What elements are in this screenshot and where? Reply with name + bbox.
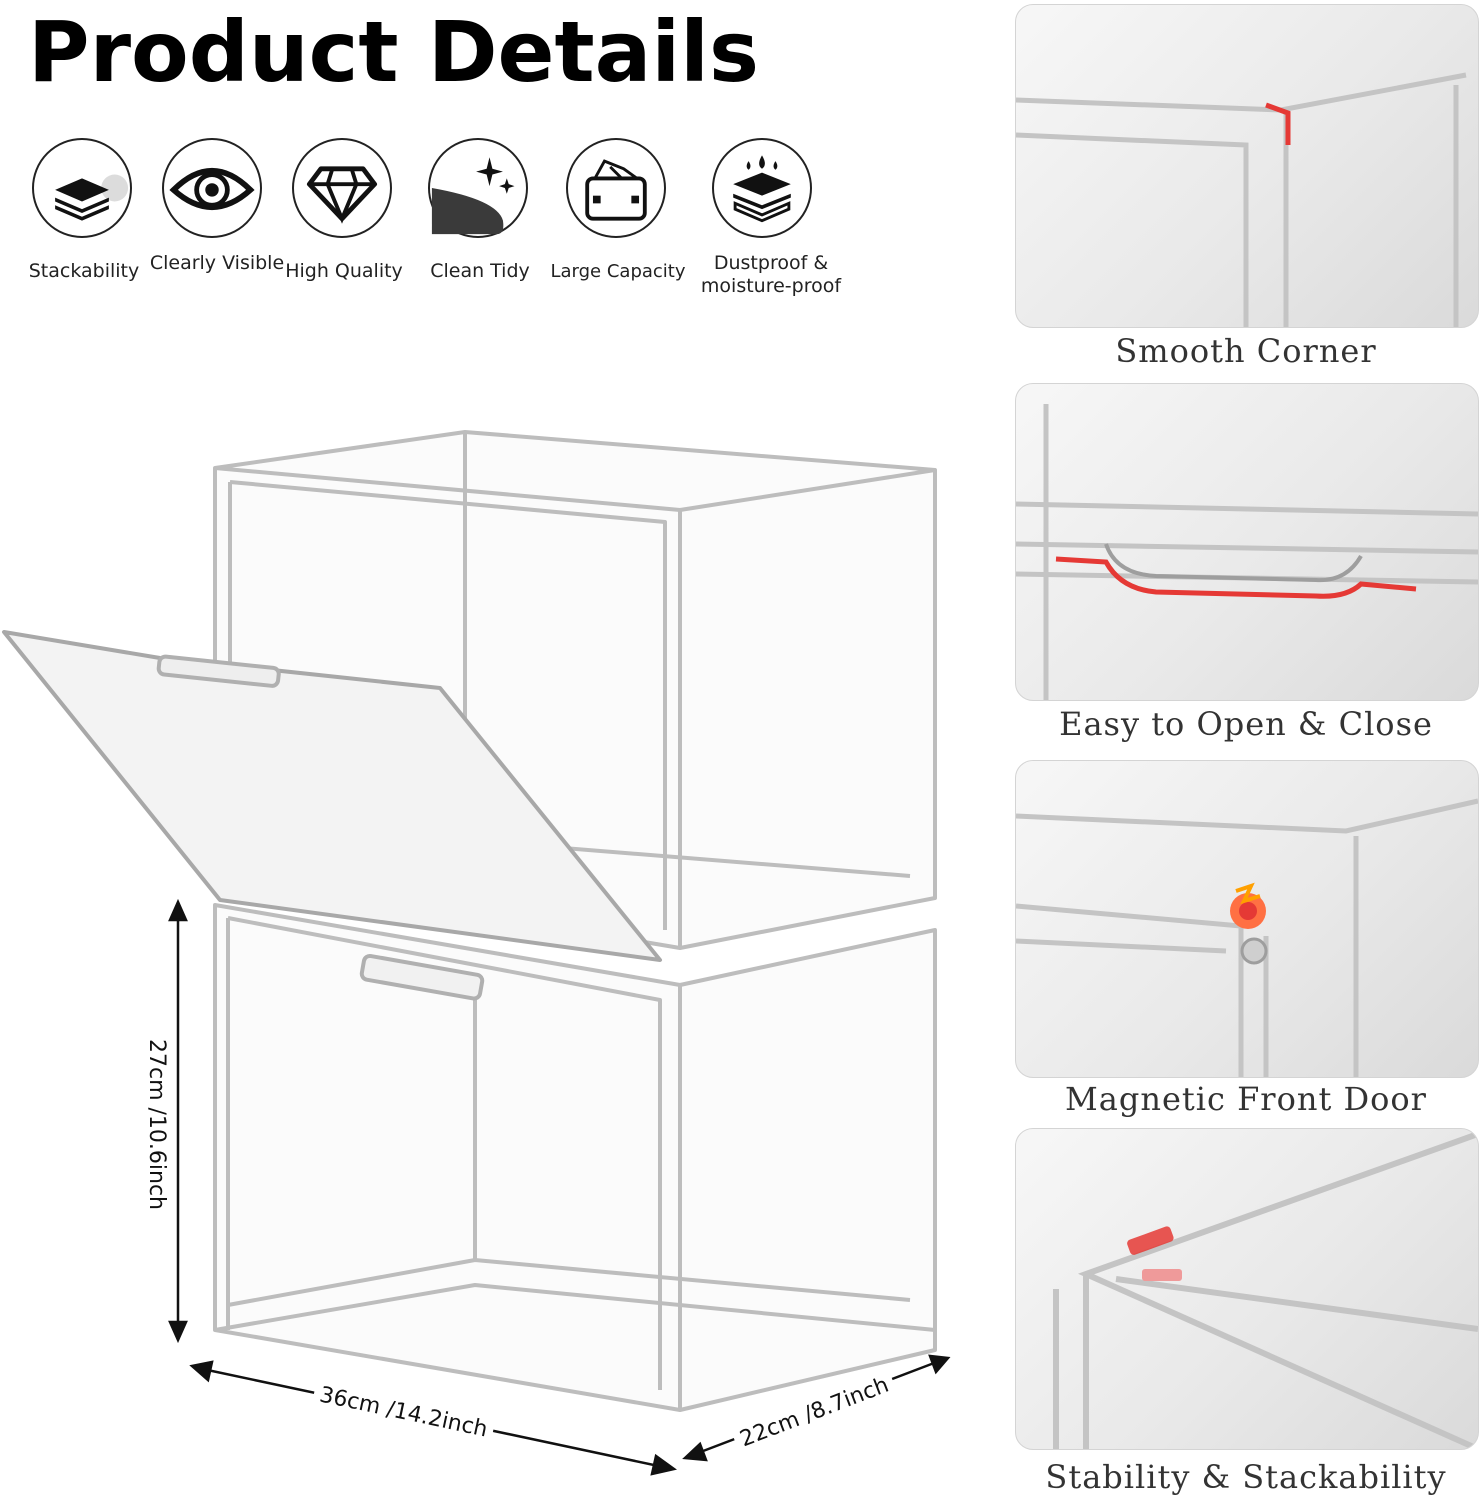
caption-stability: Stability & Stackability bbox=[1045, 1458, 1447, 1496]
sparkle-surface-icon bbox=[428, 138, 528, 238]
detail-panel-stability bbox=[1015, 1128, 1479, 1450]
easy-open-handle-image bbox=[1016, 404, 1478, 700]
page-title: Product Details bbox=[28, 3, 759, 101]
stacked-shoe-boxes-image bbox=[2, 430, 951, 1476]
box-capacity-icon bbox=[566, 138, 666, 238]
feature-label-stackability: Stackability bbox=[28, 260, 140, 282]
feature-icon-row: Stackability Clearly Visible High Qualit… bbox=[0, 0, 900, 320]
feature-label-large-capacity: Large Capacity bbox=[550, 261, 686, 282]
caption-easy-open: Easy to Open & Close bbox=[1059, 705, 1433, 743]
detail-panel-magnetic-door bbox=[1015, 760, 1479, 1078]
height-dimension-label: 27cm /10.6inch bbox=[144, 1032, 170, 1217]
eye-icon bbox=[162, 138, 262, 238]
feature-label-clean-tidy: Clean Tidy bbox=[430, 260, 530, 282]
stack-layers-icon bbox=[32, 138, 132, 238]
detail-panel-smooth-corner bbox=[1015, 4, 1479, 328]
product-illustration: 27cm /10.6inch 36cm /14.2inch 22cm /8.7i… bbox=[0, 400, 960, 1500]
moisture-layers-icon bbox=[712, 138, 812, 238]
caption-smooth-corner: Smooth Corner bbox=[1115, 332, 1377, 370]
diamond-icon bbox=[292, 138, 392, 238]
feature-label-dustproof: Dustproof & moisture-proof bbox=[700, 252, 842, 297]
caption-magnetic-door: Magnetic Front Door bbox=[1065, 1080, 1427, 1118]
detail-panel-easy-open bbox=[1015, 383, 1479, 701]
magnetic-door-image bbox=[1016, 798, 1478, 1077]
stability-stackability-image bbox=[1053, 1131, 1478, 1449]
feature-label-clearly-visible: Clearly Visible bbox=[149, 252, 285, 274]
smooth-corner-image bbox=[1016, 72, 1467, 327]
feature-label-high-quality: High Quality bbox=[285, 260, 403, 282]
